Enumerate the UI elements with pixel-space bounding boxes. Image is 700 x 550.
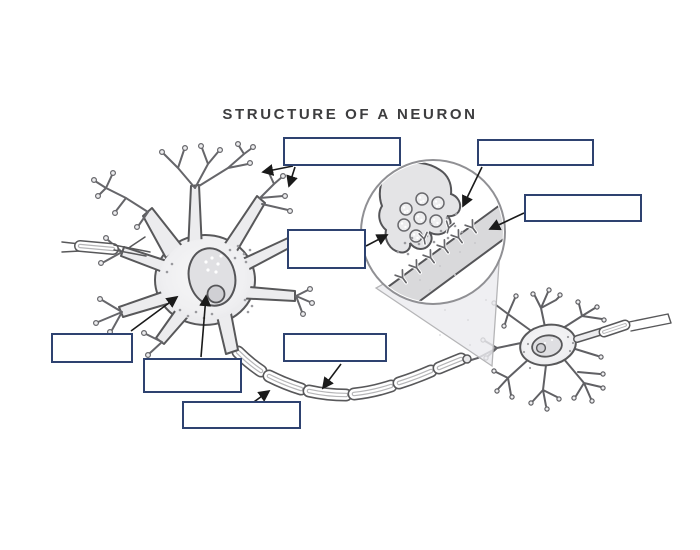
dendrite-boutons [90,141,316,359]
receiving-nucleolus [535,342,547,354]
neurotransmitter-dots [396,212,464,256]
axon-myelin-chain [231,345,472,402]
pointer-arrows [130,164,525,405]
main-neuron [90,141,316,359]
arrow-to-dendrite-branch [286,166,298,188]
nucleolus [206,284,226,304]
arrow-to-axon [321,363,342,390]
vesicle-contents [400,196,441,240]
presynaptic-terminal [378,162,462,254]
answer-box-receiving-dendrite[interactable] [524,194,642,222]
myelin-segment [302,384,353,402]
answer-box-axon-terminal[interactable] [287,229,366,269]
arrow-to-nucleus [199,294,212,358]
axon-terminal-knob [462,354,472,364]
incoming-axon [61,236,151,257]
answer-box-synaptic-gap[interactable] [477,139,594,166]
arrow-to-axon-terminal [365,234,389,247]
receiving-neuron [467,287,672,412]
answer-box-nucleus[interactable] [143,358,242,393]
myelin-segment [262,369,308,396]
myelin-segment [347,379,398,401]
nucleus-chromatin [204,254,223,274]
band-stipple [419,242,476,291]
soma-speckles [165,244,254,320]
page-title: STRUCTURE OF A NEURON [222,106,478,123]
arrow-to-synaptic-gap [462,166,483,208]
myelin-segment [231,345,268,378]
answer-box-dendrites[interactable] [283,137,401,166]
arrow-to-receiving-dendrite [488,212,525,231]
myelin-segment [392,364,438,390]
answer-box-axon[interactable] [283,333,387,362]
receiving-axon [573,313,672,343]
myelin-segment [432,352,468,375]
arrow-to-dendrite-tip [261,164,294,176]
receiving-soma-speckles [522,335,575,370]
receptors [393,218,478,285]
answer-box-myelin-sheath[interactable] [182,401,301,429]
arrow-to-cell-body [130,295,179,332]
answer-box-cell-body[interactable] [51,333,133,363]
